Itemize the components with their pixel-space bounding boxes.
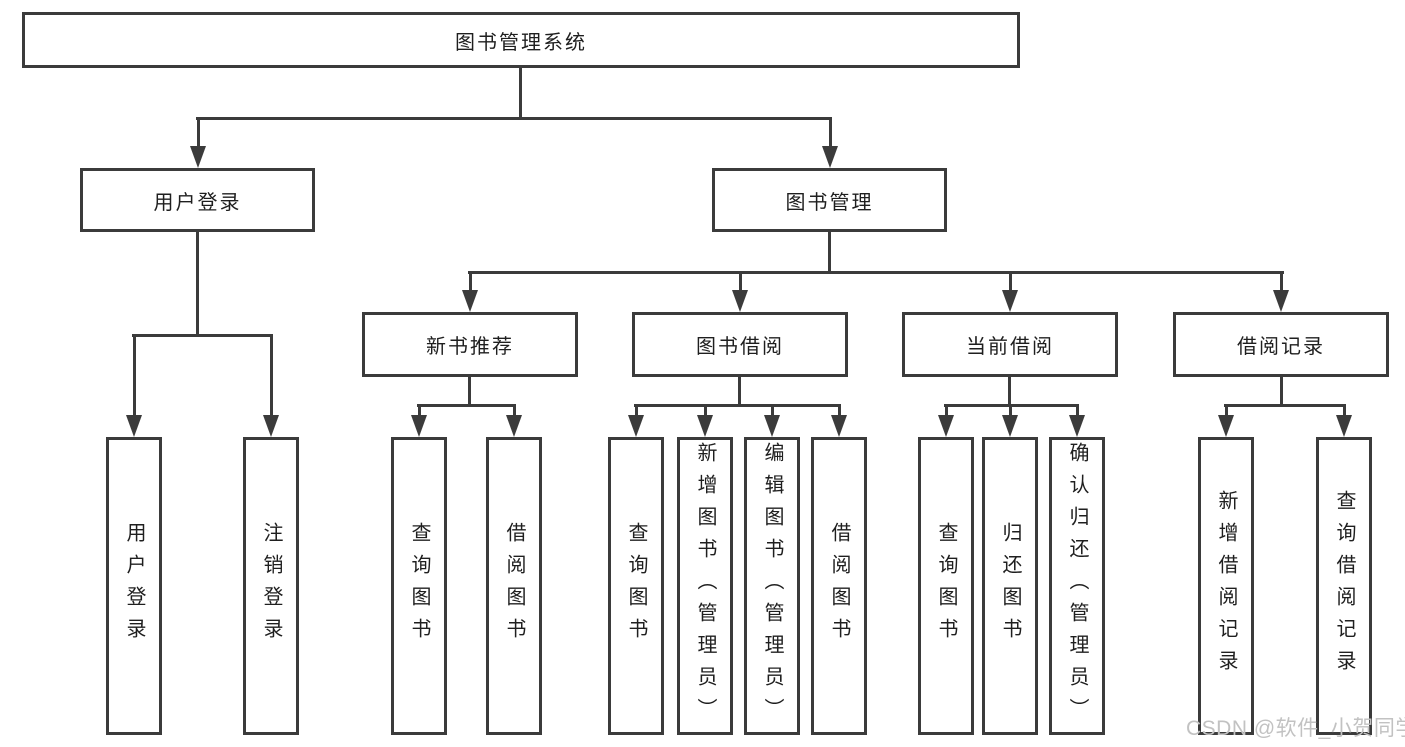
leaf-borrow-books-recommend: 借阅图书 [486, 437, 542, 735]
connector-line [468, 377, 471, 407]
connector-line [1225, 404, 1228, 417]
leaf-return-books: 归还图书 [982, 437, 1038, 735]
connector-line [468, 271, 1284, 274]
arrow-down-icon [263, 415, 279, 437]
node-user-login: 用户登录 [80, 168, 315, 232]
node-current-borrowing: 当前借阅 [902, 312, 1118, 377]
connector-line [1009, 404, 1012, 417]
connector-line [132, 334, 273, 337]
arrow-down-icon [506, 415, 522, 437]
connector-line [738, 377, 741, 407]
arrow-down-icon [628, 415, 644, 437]
node-new-book-recommendation: 新书推荐 [362, 312, 578, 377]
arrow-down-icon [1218, 415, 1234, 437]
leaf-user-login: 用户登录 [106, 437, 162, 735]
arrow-down-icon [1002, 290, 1018, 312]
connector-line [1224, 404, 1346, 407]
arrow-down-icon [732, 290, 748, 312]
arrow-down-icon [462, 290, 478, 312]
arrow-down-icon [1273, 290, 1289, 312]
arrow-down-icon [697, 415, 713, 437]
connector-line [838, 404, 841, 417]
arrow-down-icon [1336, 415, 1352, 437]
connector-line [270, 334, 273, 417]
arrow-down-icon [411, 415, 427, 437]
connector-line [704, 404, 707, 417]
connector-line [196, 117, 832, 120]
leaf-edit-books-admin: 编辑图书（管理员） [744, 437, 800, 735]
connector-line [197, 117, 200, 148]
connector-line [828, 232, 831, 274]
connector-line [196, 232, 199, 336]
leaf-query-borrow-record: 查询借阅记录 [1316, 437, 1372, 735]
arrow-down-icon [938, 415, 954, 437]
connector-line [771, 404, 774, 417]
connector-line [634, 404, 841, 407]
leaf-query-books-current: 查询图书 [918, 437, 974, 735]
arrow-down-icon [831, 415, 847, 437]
arrow-down-icon [1069, 415, 1085, 437]
connector-line [635, 404, 638, 417]
connector-line [513, 404, 516, 417]
node-borrowing-records: 借阅记录 [1173, 312, 1389, 377]
connector-line [1280, 271, 1283, 292]
connector-line [1009, 271, 1012, 292]
connector-line [1343, 404, 1346, 417]
connector-line [1008, 377, 1011, 407]
connector-line [417, 404, 516, 407]
leaf-add-borrow-record: 新增借阅记录 [1198, 437, 1254, 735]
leaf-logout-login: 注销登录 [243, 437, 299, 735]
connector-line [739, 271, 742, 292]
node-library-management-system: 图书管理系统 [22, 12, 1020, 68]
leaf-add-books-admin: 新增图书（管理员） [677, 437, 733, 735]
arrow-down-icon [1002, 415, 1018, 437]
arrow-down-icon [190, 146, 206, 168]
leaf-query-books-recommend: 查询图书 [391, 437, 447, 735]
connector-line [469, 271, 472, 292]
connector-line [829, 117, 832, 148]
connector-line [133, 334, 136, 417]
node-book-borrowing: 图书借阅 [632, 312, 848, 377]
connector-line [945, 404, 948, 417]
connector-line [519, 68, 522, 120]
connector-line [1076, 404, 1079, 417]
arrow-down-icon [822, 146, 838, 168]
connector-line [418, 404, 421, 417]
arrow-down-icon [764, 415, 780, 437]
arrow-down-icon [126, 415, 142, 437]
node-book-management: 图书管理 [712, 168, 947, 232]
leaf-confirm-return-admin: 确认归还（管理员） [1049, 437, 1105, 735]
leaf-query-books-borrowing: 查询图书 [608, 437, 664, 735]
connector-line [1280, 377, 1283, 407]
leaf-borrow-books-borrowing: 借阅图书 [811, 437, 867, 735]
csdn-watermark: CSDN @软件_小贺同学 [1186, 717, 1405, 740]
